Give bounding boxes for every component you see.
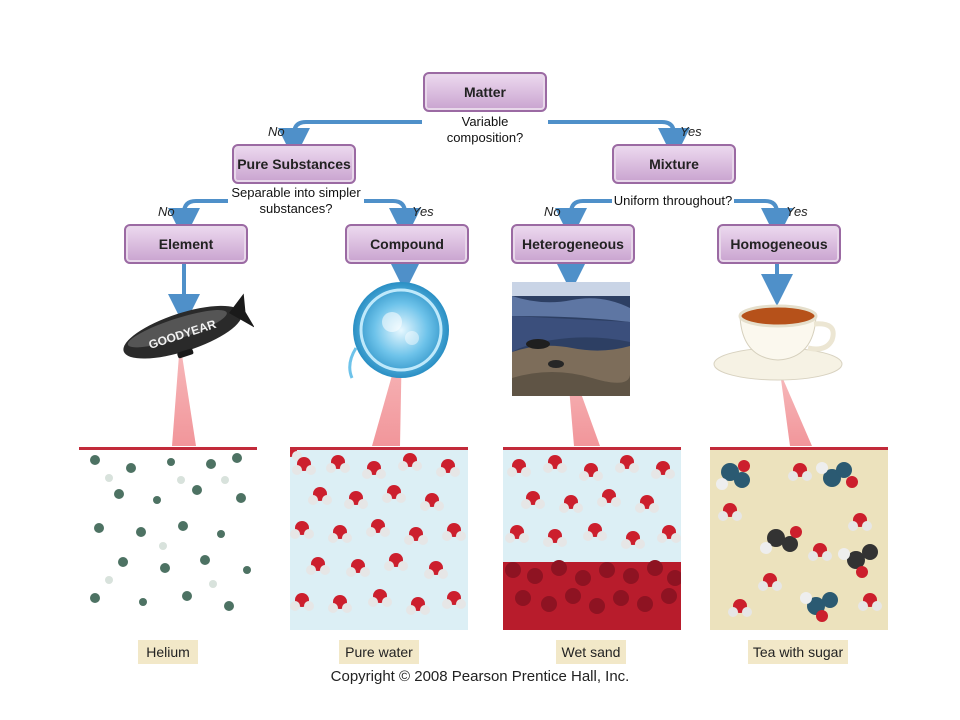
blimp-image: GOODYEAR <box>123 293 254 359</box>
question-separable-line2: substances? <box>259 201 333 216</box>
branch-yes-label: Yes <box>680 124 702 139</box>
panel-wet-sand <box>503 447 681 630</box>
panel-helium <box>79 447 257 630</box>
question-separable-line1: Separable into simpler <box>231 185 361 200</box>
node-element: Element <box>124 224 248 264</box>
node-heterogeneous: Heterogeneous <box>511 224 635 264</box>
tea-sugar-molecules <box>716 460 882 622</box>
question-uniform: Uniform throughout? <box>612 193 734 209</box>
node-matter: Matter <box>423 72 547 112</box>
node-pure-substances: Pure Substances <box>232 144 356 184</box>
panel-tea-with-sugar <box>710 447 888 630</box>
caption-helium: Helium <box>138 640 198 664</box>
beach-photo-image <box>512 282 630 396</box>
question-variable-composition: Variable composition? <box>422 114 548 146</box>
tea-cup-image <box>713 304 843 381</box>
caption-wet-sand: Wet sand <box>556 640 626 664</box>
question-separable: Separable into simpler substances? <box>228 185 364 217</box>
branch-no-label: No <box>268 124 285 139</box>
node-compound: Compound <box>345 224 469 264</box>
caption-tea-with-sugar: Tea with sugar <box>748 640 848 664</box>
water-molecules <box>290 450 466 615</box>
panel-pure-water <box>290 447 468 630</box>
node-mixture: Mixture <box>612 144 736 184</box>
node-homogeneous: Homogeneous <box>717 224 841 264</box>
branch-yes-label: Yes <box>786 204 808 219</box>
branch-yes-label: Yes <box>412 204 434 219</box>
sand-water-molecules <box>503 455 681 630</box>
branch-no-label: No <box>544 204 561 219</box>
caption-pure-water: Pure water <box>339 640 419 664</box>
branch-no-label: No <box>158 204 175 219</box>
copyright-text: Copyright © 2008 Pearson Prentice Hall, … <box>330 668 630 685</box>
helium-atoms <box>90 453 251 611</box>
water-glass-image <box>348 282 449 379</box>
